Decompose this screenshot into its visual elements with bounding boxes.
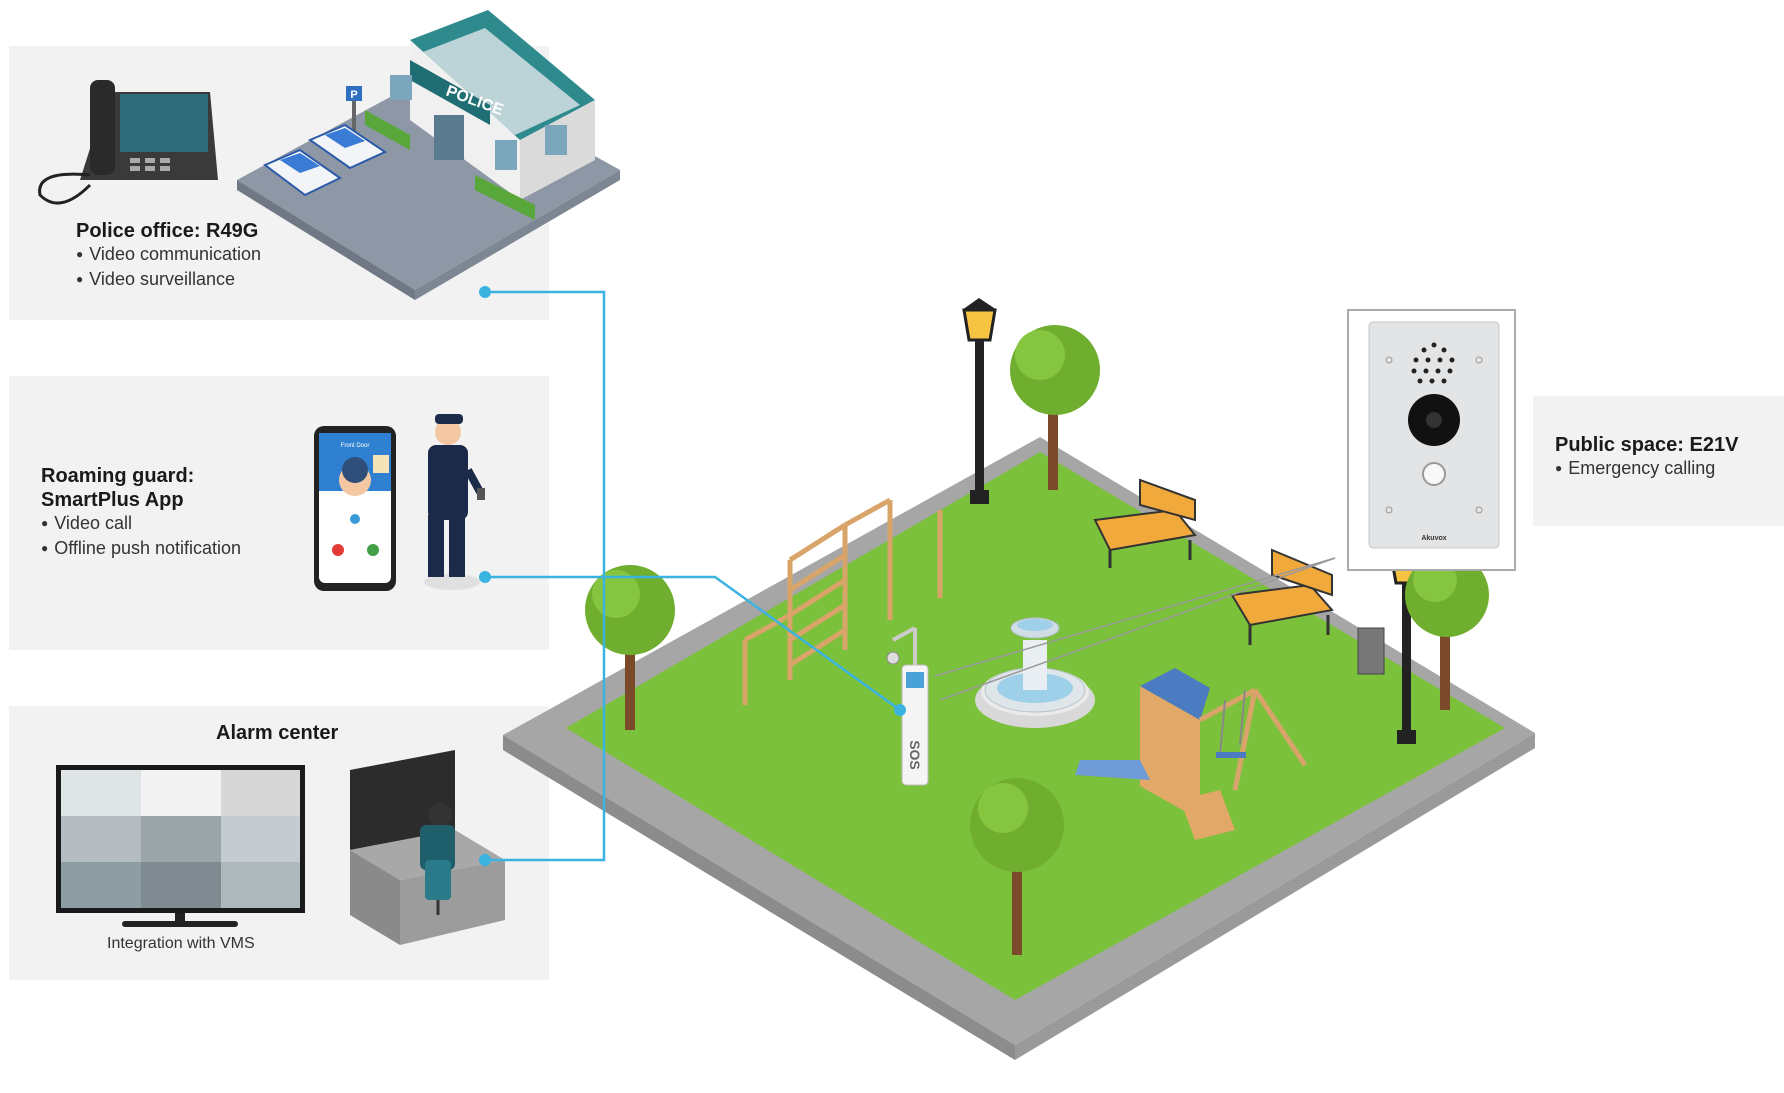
phone-header: Front Door [341, 443, 370, 449]
operator-desk [350, 750, 505, 945]
fountain [984, 617, 1086, 713]
tree-1 [1010, 325, 1100, 490]
police-office-title: Police office: R49G [76, 220, 259, 242]
public-space-title: Public space: E21V [1555, 434, 1739, 456]
vms-caption: Integration with VMS [107, 935, 255, 952]
roaming-guard-title-2: SmartPlus App [41, 489, 184, 511]
desk-phone-r49g [38, 80, 218, 205]
bench-1 [1093, 478, 1197, 568]
guard-bullet-2: Offline push notification [41, 537, 241, 562]
connector-dots [479, 286, 906, 866]
connector-lines [485, 290, 901, 862]
roaming-guard-title-1: Roaming guard: [41, 465, 195, 487]
police-station: POLICE P [237, 10, 620, 300]
police-bullet-2: Video surveillance [76, 268, 261, 293]
roaming-guard-text: Roaming guard: SmartPlus App Video call … [41, 464, 241, 562]
public-space-text: Public space: E21V Emergency calling [1555, 433, 1738, 482]
smartphone-app: Front Door [314, 426, 396, 591]
guard-bullet-1: Video call [41, 512, 241, 537]
police-officer [424, 414, 485, 590]
vms-monitor [56, 765, 305, 927]
police-bullet-1: Video communication [76, 243, 261, 268]
police-office-text: Police office: R49G Video communication … [76, 219, 261, 293]
sos-pole: SOS [886, 626, 929, 786]
tree-3 [970, 778, 1064, 955]
climbing-frame [742, 497, 943, 705]
sos-label: SOS [907, 740, 923, 770]
alarm-center-title: Alarm center [216, 722, 339, 744]
e21v-brand-label: Akuvox [1421, 535, 1446, 542]
public-bullet-1: Emergency calling [1555, 457, 1738, 482]
police-car-2 [307, 123, 388, 170]
trash-bin [1357, 627, 1385, 675]
e21v-device: Akuvox [1368, 321, 1500, 549]
police-car-1 [263, 148, 342, 197]
parking-sign: P [350, 89, 357, 101]
lamp-post-1 [962, 298, 997, 504]
playground [1075, 668, 1308, 840]
